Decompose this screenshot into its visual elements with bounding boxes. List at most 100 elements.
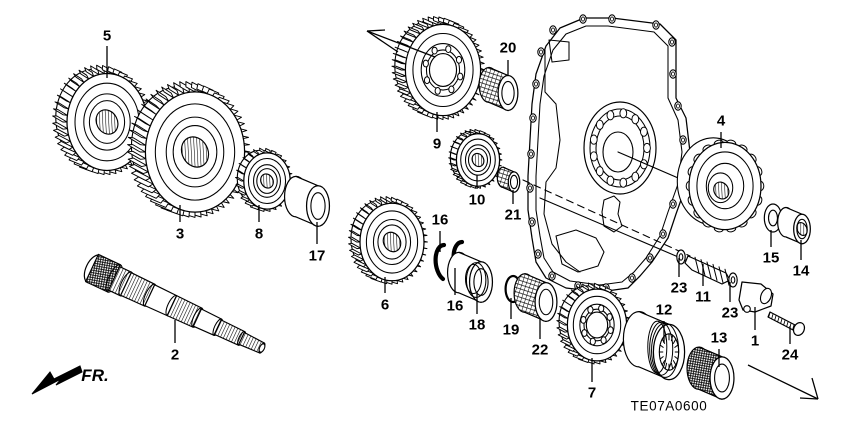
gear-tooth: [369, 200, 378, 208]
bearing-ball: [589, 134, 598, 145]
gear-tooth: [150, 93, 165, 106]
callout-22[interactable]: 22: [531, 341, 549, 359]
gear-tooth: [417, 19, 430, 29]
callout-5[interactable]: 5: [102, 27, 112, 45]
bolt-thread: [792, 324, 795, 331]
gear-hub-ring: [172, 125, 218, 179]
half-washer-body: [433, 242, 447, 282]
gear-web-ring: [365, 210, 419, 274]
callout-19[interactable]: 19: [502, 321, 520, 339]
nut-thread: [796, 222, 808, 236]
spline-line: [659, 356, 664, 360]
bolt-thread: [780, 318, 783, 325]
dog-tooth: [589, 337, 596, 346]
callout-7[interactable]: 7: [587, 384, 597, 402]
callout-12[interactable]: 12: [655, 301, 673, 319]
gear-tooth: [407, 26, 421, 35]
gear-tooth: [52, 122, 68, 130]
flange-hub: [707, 172, 734, 204]
gear-tooth: [129, 129, 148, 140]
part-flange-bolt: [767, 311, 806, 336]
callout-10[interactable]: 10: [468, 191, 486, 209]
bolt-hole-bore: [661, 231, 665, 237]
callout-13[interactable]: 13: [710, 329, 728, 347]
gear-tooth: [240, 196, 251, 202]
spline-line: [674, 344, 679, 348]
gear-tooth: [141, 103, 157, 115]
gear-tooth: [582, 283, 590, 291]
gear-tooth: [394, 83, 409, 90]
pin-groove: [724, 268, 730, 286]
part-thrust-washer-half-a: [433, 242, 447, 282]
gear-tooth: [68, 77, 81, 88]
gear-hub-ring: [425, 49, 461, 91]
gear-tooth: [265, 147, 271, 154]
callout-2[interactable]: 2: [170, 346, 180, 364]
callout-8[interactable]: 8: [254, 225, 264, 243]
callout-23b[interactable]: 23: [721, 304, 739, 322]
gear-hub-ring: [467, 147, 489, 173]
gear-tooth: [137, 109, 154, 121]
sleeve-groove: [649, 321, 674, 376]
gear-tooth: [53, 128, 69, 137]
callout-11[interactable]: 11: [695, 288, 711, 306]
spline-line: [670, 362, 674, 370]
pin-groove: [706, 261, 712, 279]
callout-24[interactable]: 24: [781, 346, 799, 364]
bolt-hole-bore: [528, 185, 532, 191]
callout-23a[interactable]: 23: [670, 279, 688, 297]
callout-16b[interactable]: 16: [446, 297, 464, 315]
part-ball-bearing: [446, 251, 494, 303]
bolt-thread: [777, 316, 780, 323]
shaft-tip-bore: [258, 343, 266, 353]
gear-tooth: [242, 157, 251, 163]
bearing-ball: [631, 114, 640, 125]
callout-17[interactable]: 17: [308, 247, 326, 265]
gear-tooth: [556, 326, 569, 333]
callout-15[interactable]: 15: [762, 249, 780, 267]
pin-groove: [712, 263, 718, 281]
spline-line: [664, 362, 668, 370]
bolt-hole-bore: [581, 16, 585, 22]
gear-web-ring: [83, 93, 131, 151]
bolt-hole-bore: [630, 275, 634, 281]
part-lock-nut: [777, 206, 811, 245]
callout-14[interactable]: 14: [792, 262, 810, 280]
callout-16a[interactable]: 16: [431, 211, 449, 229]
bolt-hole-bore: [681, 137, 685, 143]
gear-tooth: [127, 136, 147, 146]
gear-tooth: [576, 285, 585, 294]
callout-1[interactable]: 1: [750, 332, 760, 350]
callout-4[interactable]: 4: [716, 112, 726, 130]
gear-tooth: [448, 151, 458, 156]
gear-tooth: [391, 65, 406, 71]
gear-tooth: [380, 196, 388, 205]
case-rib: [543, 49, 581, 273]
gear-web-ring: [247, 157, 287, 205]
callout-18[interactable]: 18: [468, 316, 486, 334]
gear-tooth: [359, 207, 370, 216]
gear-tooth: [131, 122, 149, 133]
callout-20[interactable]: 20: [499, 39, 517, 57]
callout-3[interactable]: 3: [175, 225, 185, 243]
gear-tooth: [235, 177, 245, 182]
part-snap-ring: [504, 274, 519, 304]
gear-bore: [585, 311, 609, 339]
gear-tooth: [161, 86, 174, 99]
callout-9[interactable]: 9: [432, 135, 442, 153]
gear-tooth: [448, 157, 457, 161]
bolt-thread: [786, 321, 789, 328]
dog-tooth: [431, 46, 438, 55]
gear-tooth: [350, 223, 363, 231]
flange-splined-bore: [713, 181, 730, 200]
callout-6[interactable]: 6: [380, 296, 390, 314]
needle-bearing-bore: [501, 80, 515, 106]
bearing-ball: [643, 142, 651, 154]
gear-web-ring: [253, 164, 281, 198]
spline-line: [672, 338, 677, 344]
bolt-hole-bore: [610, 16, 614, 22]
bolt-hole-bore: [671, 71, 675, 77]
callout-21[interactable]: 21: [504, 206, 522, 224]
